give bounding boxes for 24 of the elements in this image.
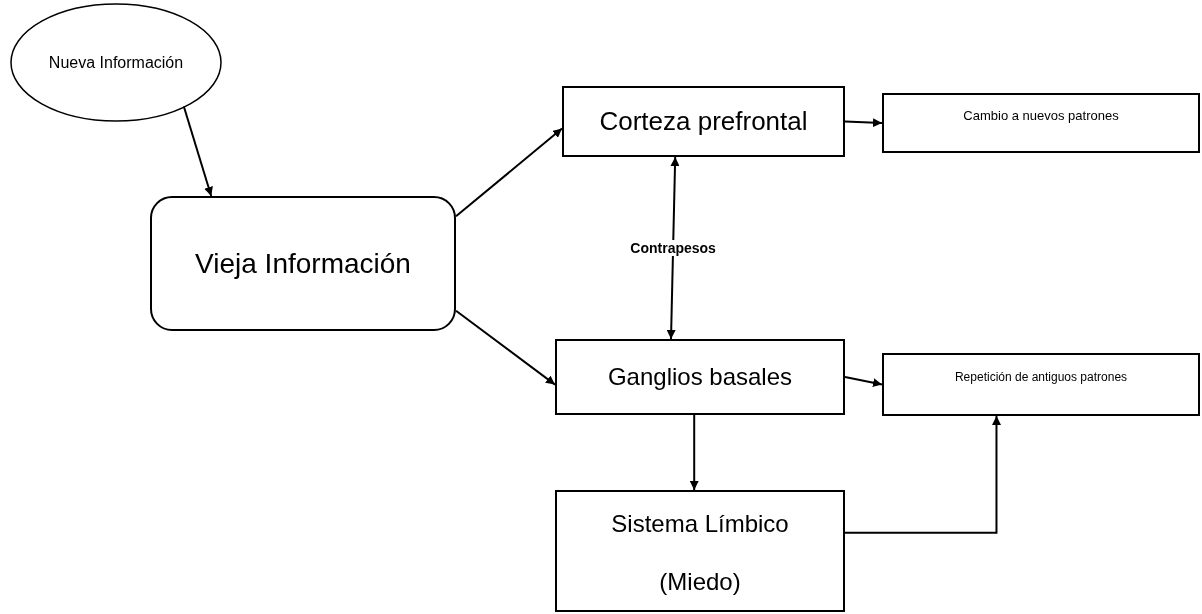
node-label: Repetición de antiguos patrones — [954, 369, 1128, 386]
node-label: Nueva Información — [48, 52, 184, 73]
arrow — [844, 415, 1001, 534]
node-label: Ganglios basales — [607, 361, 793, 392]
process-box — [882, 93, 1200, 153]
input-ellipse — [10, 3, 222, 122]
arrow — [666, 156, 680, 340]
node-label: Vieja Información — [195, 246, 411, 281]
process-box — [150, 196, 456, 331]
arrow — [689, 414, 699, 491]
edge-label: Contrapesos — [627, 240, 719, 256]
arrow — [844, 118, 883, 128]
arrow — [455, 309, 556, 386]
process-box — [562, 86, 845, 157]
node-label: Sistema Límbico — [611, 509, 789, 539]
node-label: Cambio a nuevos patrones — [963, 107, 1119, 125]
arrow — [182, 105, 213, 197]
node-label: Corteza prefrontal — [599, 104, 808, 138]
arrow — [455, 127, 563, 218]
node-label: (Miedo) — [659, 567, 741, 598]
process-box — [555, 339, 845, 415]
process-box — [555, 490, 845, 612]
arrow — [844, 376, 883, 388]
process-box — [882, 353, 1200, 416]
